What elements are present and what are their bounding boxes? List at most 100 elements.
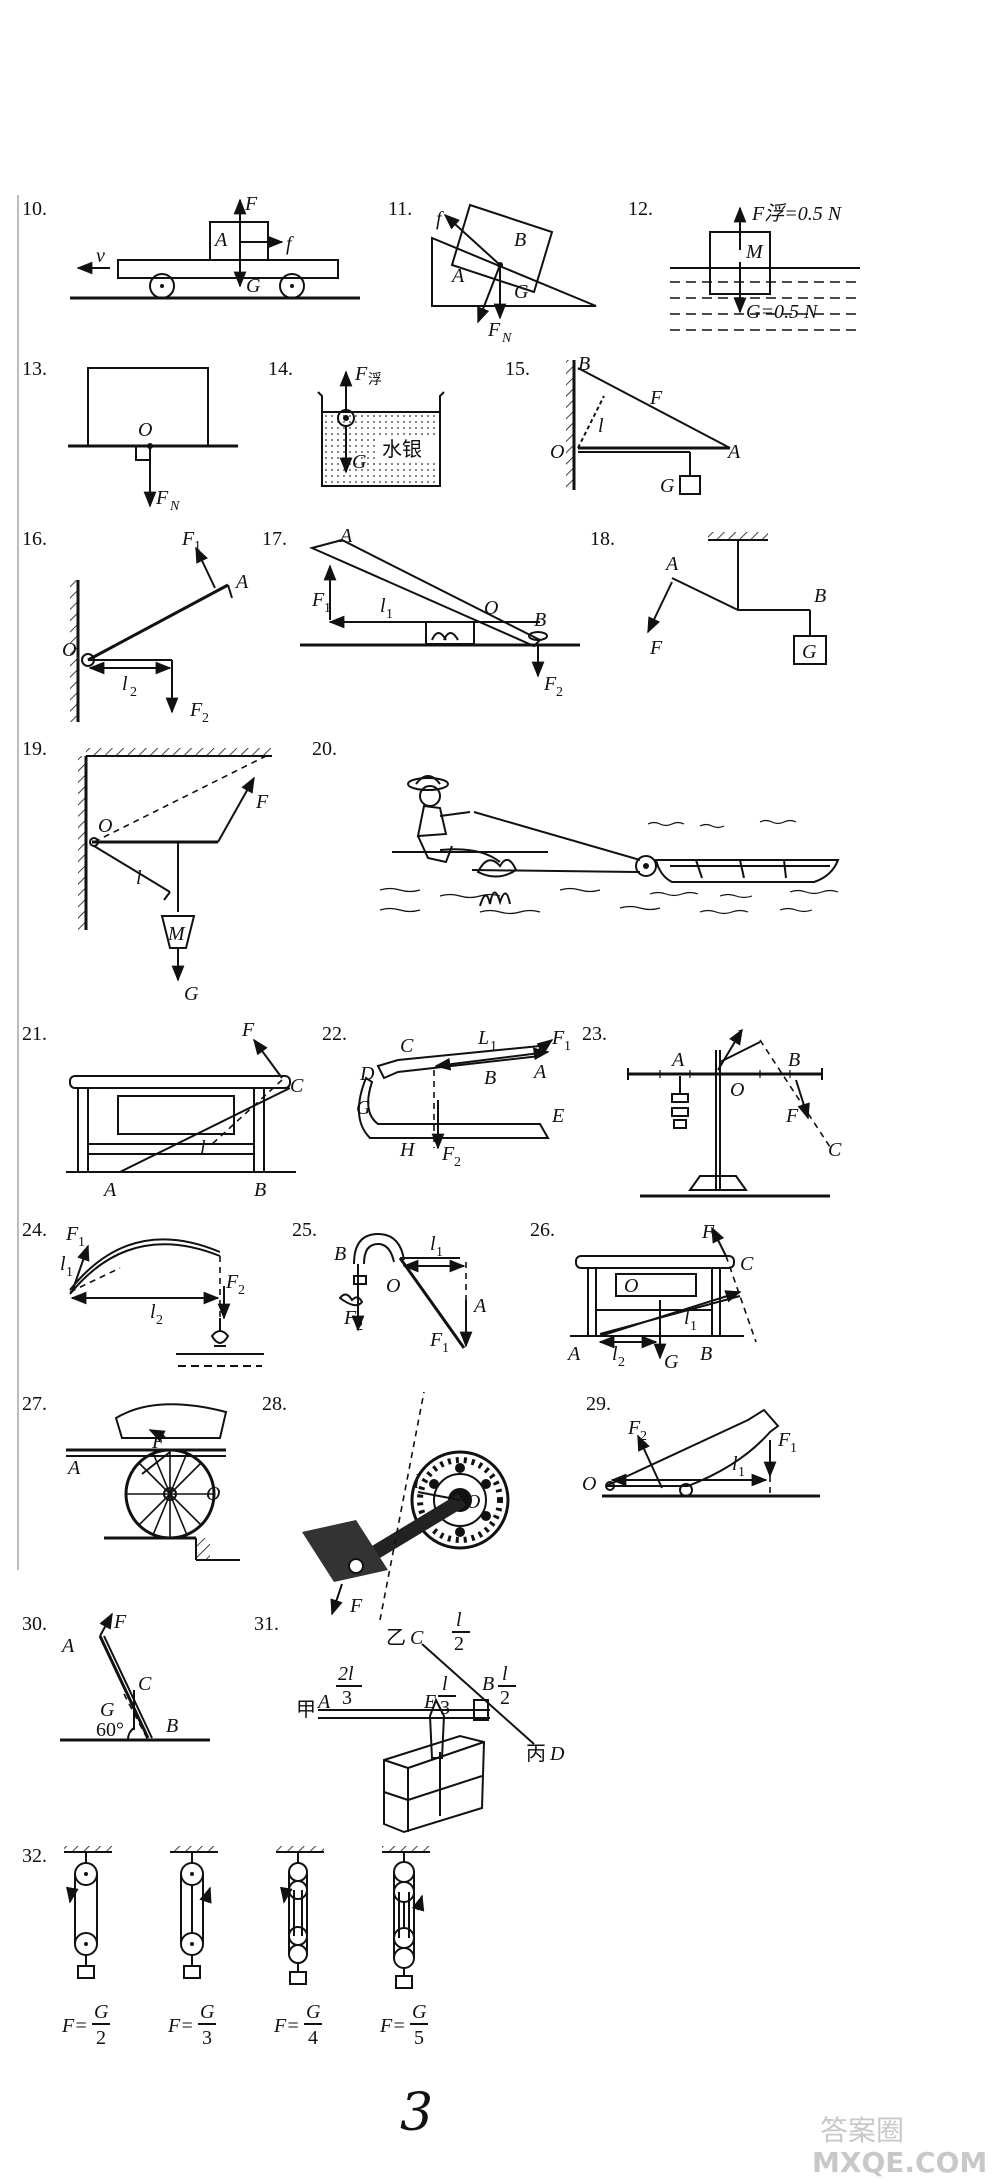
problem-number: 15. [505,358,530,380]
label-A: A [213,229,228,251]
label-jia: 甲 [296,1697,316,1721]
label-mercury: 水银 [382,437,422,461]
label-F2: F [225,1271,239,1293]
label-B: B [700,1343,712,1365]
label-E: E [551,1105,564,1127]
label-E: E [423,1691,436,1713]
sub-1: 1 [324,601,331,616]
problem-number: 18. [590,528,615,550]
label-C: C [410,1627,424,1649]
problem-12: 12. F浮=0.5 N M G=0.5 N [628,198,860,331]
label-A: A [670,1049,685,1071]
label-yi: 乙 [386,1625,406,1649]
problem-19: 19. O F l M G [22,738,272,1005]
sub-1: 1 [386,607,393,622]
problem-25: 25. B l 1 O F 2 A F 1 [292,1219,487,1356]
label-O: O [386,1275,400,1297]
label-A: A [316,1691,331,1713]
label-O: O [206,1483,220,1505]
label-F: F [244,193,258,215]
label-F2: F [627,1417,641,1439]
problem-number: 28. [262,1393,287,1415]
frac-top: l [442,1673,448,1695]
problem-16: 16. F 1 A O l 2 F 2 [22,528,249,726]
label-G: G [660,475,675,497]
label-F: F [255,791,269,813]
label-F2: F [343,1307,357,1329]
label-B: B [334,1243,346,1265]
sub-1: 1 [738,1465,745,1480]
label-F: F [349,1595,363,1617]
label-l: l [136,867,142,889]
label-l1: l [60,1253,66,1275]
label-F1: F [777,1429,791,1451]
problem-number: 10. [22,198,47,220]
sub-float: 浮 [368,372,382,388]
pulley-system-4 [382,1846,430,1989]
label-A: A [726,441,741,463]
label-F2: F [543,673,557,695]
pulley-system-3 [276,1846,324,1985]
label-O: O [550,441,564,463]
problem-20: 20. [312,738,840,915]
sub-2: 2 [356,1319,363,1334]
label-O: O [466,1491,480,1513]
formula-2-den: 3 [202,2027,212,2049]
label-F-float: F浮=0.5 N [751,203,843,225]
formula-3-num: G [306,2001,321,2023]
problem-26: 26. F C O l 1 A l 2 G B [530,1219,757,1373]
problem-number: 29. [586,1393,611,1415]
sub-2: 2 [556,685,563,700]
formula-3-F: F= [273,2015,300,2037]
label-B: B [482,1673,494,1695]
label-A: A [234,571,249,593]
sub-N: N [169,499,180,514]
problem-number: 27. [22,1393,47,1415]
label-bing: 丙 [526,1741,546,1765]
sub-1: 1 [790,1441,797,1456]
sub-1: 1 [690,1319,697,1334]
problem-13: 13. O F N [22,358,238,514]
sub-2: 2 [156,1313,163,1328]
problem-number: 17. [262,528,287,550]
problem-number: 31. [254,1613,279,1635]
page-mark: 3 [400,2083,433,2143]
label-M: M [167,923,186,945]
label-D: D [359,1063,375,1085]
sub-2: 2 [618,1355,625,1370]
label-G: G [100,1699,115,1721]
problem-24: 24. F 1 l 1 F 2 l 2 [22,1219,264,1367]
sub-1: 1 [66,1265,73,1280]
label-l1: l [430,1233,436,1255]
label-G: G [514,281,529,303]
sub-1: 1 [490,1039,497,1054]
sub-1: 1 [564,1039,571,1054]
label-O: O [484,597,498,619]
label-F: F [241,1019,255,1041]
label-angle: 60° [96,1719,124,1741]
label-F1: F [429,1329,443,1351]
label-H: H [399,1139,416,1161]
problem-11: 11. f B A G F N [388,198,597,346]
label-C: C [138,1673,152,1695]
problem-number: 22. [322,1023,347,1045]
sub-2: 2 [202,711,209,726]
problem-number: 24. [22,1219,47,1241]
label-F1: F [551,1027,565,1049]
sub-2: 2 [238,1283,245,1298]
label-C: C [740,1253,754,1275]
formula-4-den: 5 [414,2027,424,2049]
watermark-line1: 答案圈 [820,2114,904,2147]
label-l2: l [122,673,128,695]
problem-number: 11. [388,198,412,220]
label-l: l [684,1307,690,1329]
problem-number: 23. [582,1023,607,1045]
frac-bot: 2 [454,1633,464,1655]
label-F1: F [181,528,195,550]
label-F: F [487,319,501,341]
problem-32: 32. [22,1845,430,2049]
formula-2-F: F= [167,2015,194,2037]
label-F: F [649,387,663,409]
label-F: F [649,637,663,659]
